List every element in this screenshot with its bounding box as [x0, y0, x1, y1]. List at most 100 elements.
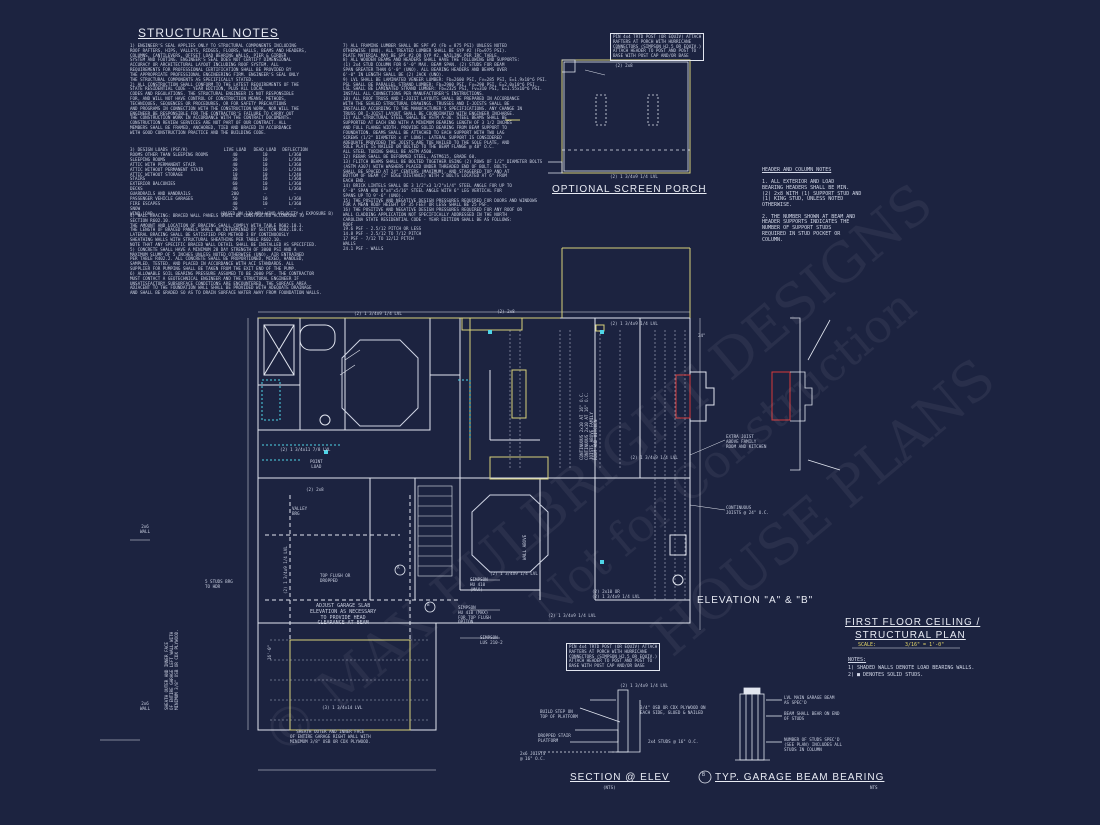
- elevation-label: ELEVATION "A" & "B": [697, 595, 814, 606]
- hc-notes-title: HEADER AND COLUMN NOTES: [762, 167, 832, 173]
- loads-cell: 60: [232, 181, 238, 187]
- loads-cell: ATTIC WITH PERMANENT STAIR: [130, 161, 196, 167]
- bottom-callout-line: PIN 4x4 TRTD POST (OR EQUIV) ATTACH: [569, 644, 658, 649]
- notes-col1b-line: 6) ALLOWABLE SOIL BEARING PRESSURE ASSUM…: [130, 270, 315, 276]
- notes-col2-line: (1) 2x4 STUD COLUMN FOR 6'-0" MAX. BEAM …: [343, 62, 505, 68]
- notes-col2-line: ROOF: [343, 221, 354, 227]
- porch-header-top: (2) 2x8: [615, 63, 633, 68]
- notes-col2-line: EACH END.: [343, 178, 366, 184]
- loads-cell: 40: [232, 186, 238, 192]
- notes-col1-line: CODES AND REGULATIONS. THE STRUCTURAL EN…: [130, 91, 294, 97]
- notes-col1-line: COLUMNS, CANTILEVERS, OFFSET LOAD BEARIN…: [130, 52, 287, 58]
- bottom-callout-line: CONNECTORS (SIMPSON H2.5 OR EQUIV.): [569, 653, 658, 659]
- notes-col1-line: REQUIREMENTS FOR PROFESSIONAL CERTIFICAT…: [130, 67, 292, 73]
- hc-note-line: COLUMN.: [762, 236, 784, 243]
- notes-col2-line: 19.6 PSF - 2.5/12 PITCH OR LESS: [343, 226, 422, 232]
- loads-cell: L/360: [288, 151, 302, 157]
- notes-col1-line: MEMBERS SHALL BE FRAMED, ANCHORED, TIED …: [130, 125, 292, 131]
- section-build-step: BUILD STEP ON TOP OF PLATFORM: [540, 709, 578, 719]
- notes-col2-line: WALL CLADDING APPLICATION NOT SPECIFICAL…: [343, 211, 507, 217]
- section-lvl: (2) 1 3/4x9 1/4 LVL: [620, 683, 668, 688]
- section-title: SECTION @ ELEV: [570, 772, 670, 783]
- notes-col2-line: ADEQUATE PROVIDED THE JOISTS ARE TOE NAI…: [343, 139, 510, 145]
- section-joists: 2x6 JOISTS @ 16" O.C.: [520, 751, 546, 761]
- notes-col2-line: 14.8 PSF - 2.5/12 TO 7/12 PITCH: [343, 231, 422, 237]
- loads-cell: 10: [262, 176, 268, 182]
- valley-brg: VALLEY BRG: [292, 506, 308, 516]
- tag-a: A: [397, 565, 400, 570]
- notes-col2-line: PSL SHALL BE PARALLEL STRAND LUMBER: Fb=…: [343, 81, 538, 87]
- notes-col2-line: SOLE PLATE IS NAILED OR BOLTED TO THE BE…: [343, 144, 495, 150]
- section-nts: (NTS): [603, 785, 616, 790]
- section-osb: 3/4" OSB OR CDX PLYWOOD ON EACH SIDE, GL…: [640, 705, 706, 715]
- loads-cell: 10: [262, 166, 268, 172]
- notes-col1b-line: MAXIMUM SLUMP OF 5 INCHES UNLESS NOTED O…: [130, 251, 304, 257]
- loads-cell: 10: [262, 156, 268, 162]
- hc-note-line: (1) KING STUD, UNLESS NOTED: [762, 196, 844, 203]
- wall-above: WALL ABOVE: [522, 534, 527, 560]
- notes-col2-line: SPANS UP TO 9'-6" (UNO).: [343, 192, 404, 198]
- notes-col2-line: 15) THE POSITIVE AND NEGATIVE DESIGN PRE…: [343, 197, 538, 203]
- notes-col2-line: FOR A MEAN ROOF HEIGHT OF 35 FEET OR LES…: [343, 202, 490, 208]
- porch-callout-line: RAFTERS AT PORCH WITH HURRICANE: [613, 38, 692, 44]
- notes-column-1b: 4) WALL BRACING: BRACED WALL PANELS SHAL…: [130, 213, 322, 296]
- notes-col2-line: SUPPORTED AT EACH END WITH A MINIMUM BEA…: [343, 120, 512, 126]
- notes-col2-line: CAROLINA STATE RESIDENTIAL CODE - YEAR E…: [343, 216, 512, 222]
- notes-col2-line: BOTTOM OF BEAM (2" EDGE DISTANCE) WITH 2…: [343, 173, 507, 179]
- loads-cell: FIRE ESCAPES: [130, 200, 161, 206]
- loads-cell: 10: [262, 161, 268, 167]
- notes-col1b-line: 5) CONCRETE SHALL HAVE A MINIMUM 28 DAY …: [130, 246, 297, 252]
- hc-note-line: BEARING HEADERS SHALL BE MIN.: [762, 184, 850, 191]
- notes-col1-line: TECHNIQUES, SEQUENCES OR PROCEDURES, OR …: [130, 100, 287, 106]
- notes-col2-line: PLATE MATERIAL MAY BE SPF #2 OR SYP #2. …: [343, 52, 500, 58]
- legend-item-2: 2) ■ DENOTES SOLID STUDS.: [848, 672, 924, 678]
- notes-col1b-line: PER TABLE R402.2. ALL CONCRETE SHALL BE …: [130, 256, 304, 262]
- loads-cell: L/360: [288, 176, 302, 182]
- notes-col1-line: CONSTRUCTION REVIEW SERVICES ARE NOT PAR…: [130, 120, 287, 126]
- notes-col1-line: ROOF RAFTERS, HIPS, VALLEYS, RIDGES, FLO…: [130, 47, 307, 53]
- tag-b: B: [427, 602, 430, 607]
- porch-callout-line: CONNECTORS (SIMPSON H2.5 OR EQUIV.): [613, 43, 702, 49]
- garage-outline: [257, 318, 437, 731]
- loads-cell: L/360: [288, 156, 302, 162]
- notes-col2-line: SCREWS (1/2" DIAMETER x 4" LONG). LATERA…: [343, 134, 502, 140]
- notes-col1-line: SYSTEM AND FOOTING. ENGINEER'S SEAL DOES…: [130, 57, 292, 63]
- loads-cell: 40: [232, 161, 238, 167]
- adjust-slab: ADJUST GARAGE SLAB ELEVATION AS NECESSAR…: [310, 603, 377, 627]
- studs-brg: 5 STUDS BRG TO HDR: [205, 579, 233, 589]
- two-four: 24": [698, 333, 706, 338]
- loads-cell: -: [263, 191, 267, 197]
- loads-row: WIND LOAD(BASED ON 130 MPH WIND VELOCITY…: [130, 211, 333, 217]
- bearing-note-3: NUMBER OF STUDS SPEC'D (SEE PLAN) INCLUD…: [784, 737, 842, 752]
- dim-16: 16'-0": [267, 644, 272, 660]
- wall-2x6-a: 2x6 WALL: [140, 524, 151, 534]
- loads-cell: EXTERIOR BALCONIES: [130, 181, 176, 187]
- loads-cell: DEFLECTION: [282, 147, 308, 152]
- notes-col1b-line: UNSATISFACTORY SUBSURFACE CONDITIONS ARE…: [130, 280, 307, 286]
- loads-cell: STAIRS: [130, 176, 146, 182]
- porch-callout-line: BASE WITH POST CAP AND/OR BASE: [613, 53, 689, 59]
- label-h4: (2) 1 3/4x11 7/8 LVL: [280, 447, 331, 452]
- notes-col1b-line: THE LENGTH OF BRACED PANELS SHALL BE DET…: [130, 227, 304, 233]
- notes-col1b-line: ADJACENT TO THE FOUNDATION WALL SHALL BE…: [130, 285, 312, 291]
- notes-col2-line: (ASTM A307) WITH WASHERS PLACED UNDER TH…: [343, 163, 507, 169]
- loads-cell: L/360: [288, 181, 302, 187]
- plan-title-line1: FIRST FLOOR CEILING /: [845, 617, 981, 628]
- notes-col2-line: OTHERWISE (UNO). ALL TREATED LUMBER SHAL…: [343, 47, 507, 53]
- label-h2: (2) 1 3/4x9 1/4 LVL: [610, 321, 658, 326]
- notes-col2-line: 17 PSF - 7/12 TO 12/12 PITCH: [343, 236, 414, 242]
- notes-column-2: 7) ALL FRAMING LUMBER SHALL BE SPF #2 (F…: [343, 43, 547, 252]
- notes-col2-line: 14) BRICK LINTELS SHALL BE 3 1/2"x3 1/2"…: [343, 183, 512, 189]
- notes-col1b-line: LATERAL BRACING SHALL BE SATISFIED PER M…: [130, 232, 289, 238]
- bottom-callout-line: ATTACH HEADER TO POST AND POST TO: [569, 658, 653, 664]
- notes-col1b-line: NOTE THAT ANY SPECIFIC BRACED WALL DETAI…: [130, 241, 317, 247]
- loads-cell: 10: [262, 200, 268, 206]
